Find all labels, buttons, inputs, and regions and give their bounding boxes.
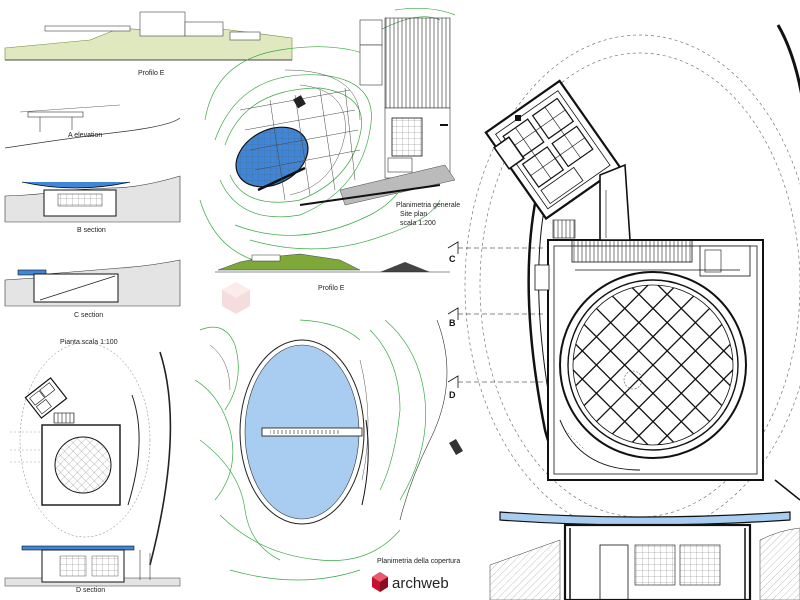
archweb-logo-text: archweb <box>392 575 449 592</box>
profilo-e-top-drawing: Profilo E <box>4 11 293 77</box>
watermark-logo-icon <box>222 282 250 314</box>
cut-b-label: B <box>449 318 456 328</box>
pianta-small-plan <box>10 342 172 566</box>
profilo-e-mid-drawing: Profilo E <box>215 253 450 292</box>
pianta-label: Pianta scala 1:100 <box>60 339 118 346</box>
section-cut-markers: C B D <box>447 241 545 400</box>
planimetria-copertura-label: Planimetria della copertura <box>377 558 460 565</box>
a-elevation-label: A elevation <box>68 132 102 139</box>
b-section-drawing: B section <box>4 175 181 234</box>
d-section-drawing: D section <box>4 545 181 594</box>
archweb-cube-icon <box>372 572 388 592</box>
cut-c-label: C <box>449 254 456 264</box>
b-section-label: B section <box>77 227 106 234</box>
profilo-e-top-label: Profilo E <box>138 70 165 77</box>
detail-plan-drawing: C B D <box>447 24 800 600</box>
roof-plan-drawing: Planimetria della copertura <box>194 319 463 581</box>
scala-200-label: scala 1:200 <box>400 220 436 227</box>
profilo-e-mid-label: Profilo E <box>318 285 345 292</box>
a-elevation-drawing: A elevation <box>4 104 181 149</box>
c-section-label: C section <box>74 312 103 319</box>
planimetria-generale-label: Planimetria generale <box>396 202 460 209</box>
d-section-label: D section <box>76 587 105 594</box>
archweb-logo: archweb <box>372 572 449 592</box>
site-plan-label: Site plan <box>400 211 427 218</box>
cut-d-label: D <box>449 390 456 400</box>
c-section-drawing: C section <box>4 259 181 319</box>
detail-section-drawing <box>489 511 800 600</box>
